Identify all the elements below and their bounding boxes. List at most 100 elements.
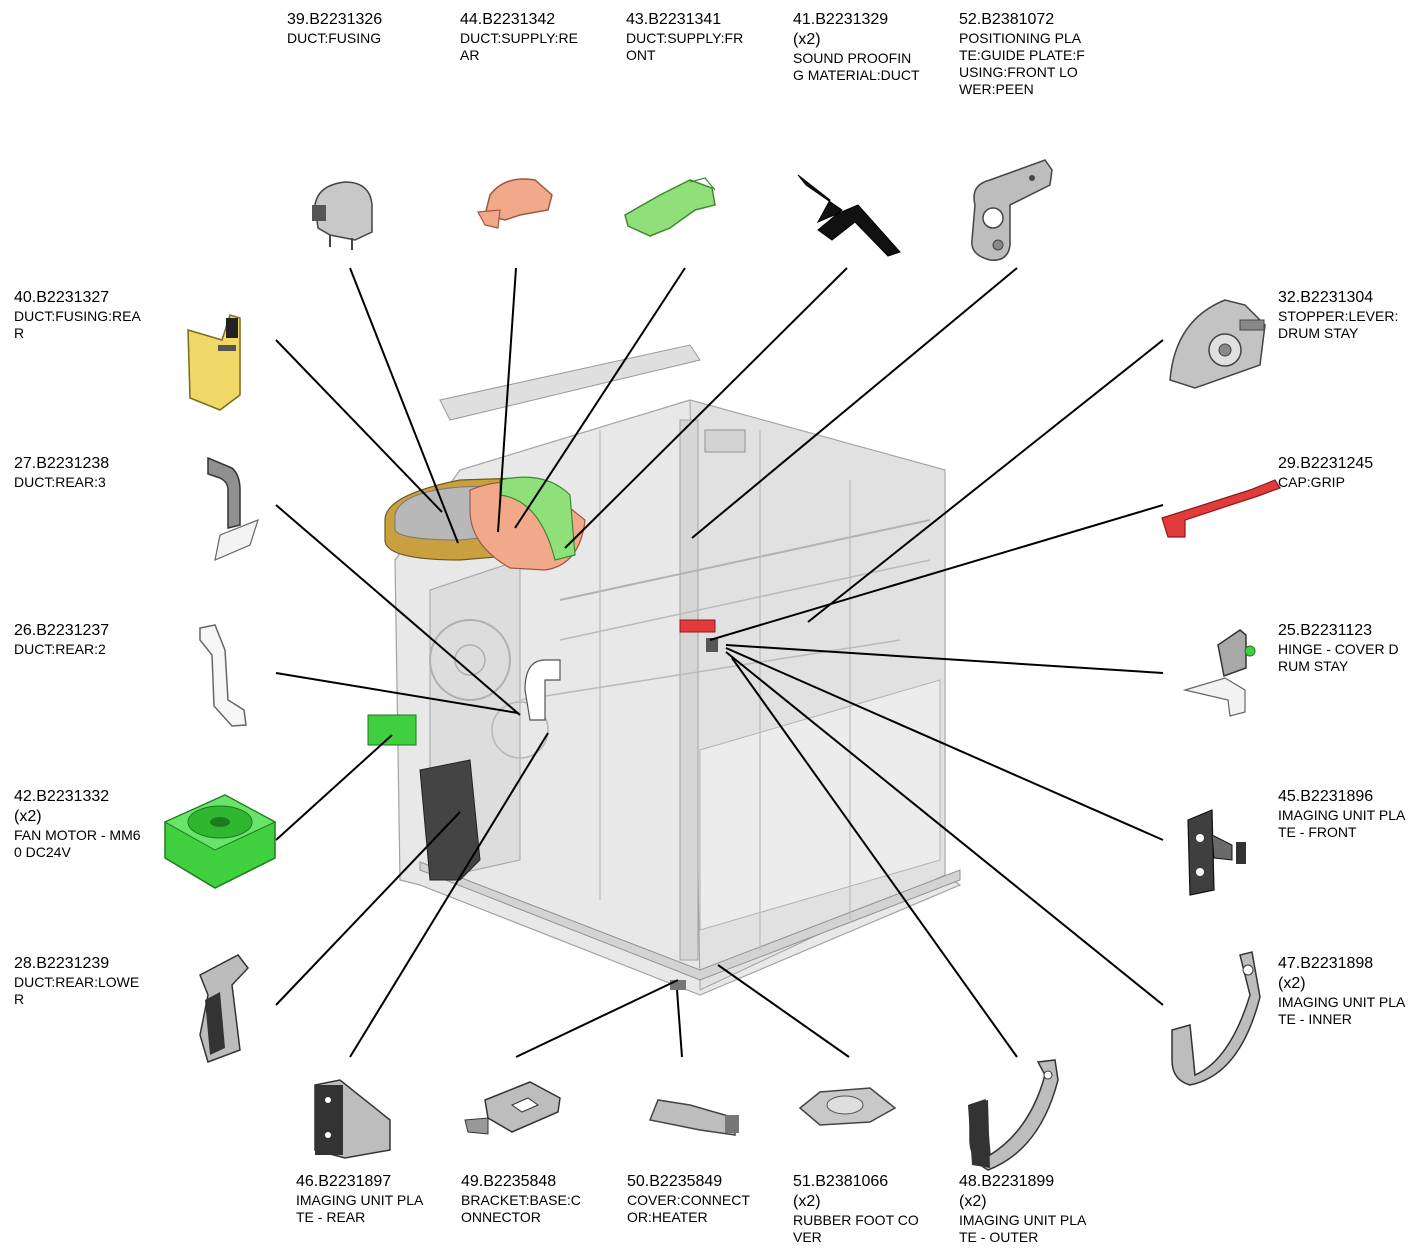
part-29-thumbnail[interactable] <box>1161 479 1281 538</box>
part-number: 39.B2231326 <box>287 11 383 28</box>
part-description: IMAGING UNIT PLA <box>959 1212 1087 1228</box>
frame-top-rail <box>439 344 701 421</box>
leader-47 <box>725 651 1164 1006</box>
part-number: 28.B2231239 <box>14 955 110 972</box>
part-41-thumbnail[interactable] <box>797 174 901 257</box>
part-description: RUBBER FOOT CO <box>793 1212 919 1228</box>
part-25-thumbnail[interactable] <box>1182 629 1256 717</box>
installed-bracket <box>670 980 686 990</box>
part-description-cont: R <box>14 991 25 1007</box>
leader-44 <box>497 267 517 533</box>
leader-lines <box>275 267 1164 1058</box>
part-number: 52.B2381072 <box>959 11 1055 28</box>
part-48-thumbnail[interactable] <box>968 1059 1059 1171</box>
leader-27 <box>275 504 521 716</box>
part-description: DUCT:FUSING:REA <box>14 308 141 324</box>
callout-39: 39.B2231326 DUCT:FUSING <box>287 10 437 47</box>
part-number: 25.B2231123 <box>1278 622 1373 639</box>
installed-duct-rear-lower <box>419 759 481 881</box>
part-description: POSITIONING PLA <box>959 30 1082 46</box>
part-description: DUCT:FUSING <box>287 30 382 46</box>
part-description-cont: WER:PEEN <box>959 81 1034 97</box>
part-description-cont: ONT <box>626 47 656 63</box>
callout-32: 32.B2231304 STOPPER:LEVER: DRUM STAY <box>1278 288 1420 342</box>
leader-28 <box>275 811 461 1006</box>
callout-47: 47.B2231898 (x2) IMAGING UNIT PLA TE - I… <box>1278 954 1420 1028</box>
part-description: DUCT:REAR:LOWE <box>14 974 140 990</box>
leader-48 <box>731 657 1018 1058</box>
part-number: 29.B2231245 <box>1278 455 1374 472</box>
part-46-thumbnail[interactable] <box>314 1079 391 1159</box>
part-39-thumbnail[interactable] <box>312 181 373 250</box>
frame-base-plate <box>419 861 961 981</box>
part-quantity: (x2) <box>959 1193 987 1210</box>
part-50-thumbnail[interactable] <box>648 1099 739 1136</box>
part-description-cont: AR <box>460 47 480 63</box>
part-quantity: (x2) <box>793 31 821 48</box>
leader-25 <box>725 644 1164 674</box>
callout-50: 50.B2235849 COVER:CONNECT OR:HEATER <box>627 1172 782 1226</box>
leader-39 <box>349 267 459 544</box>
part-description: COVER:CONNECT <box>627 1192 750 1208</box>
leader-32 <box>807 339 1164 623</box>
part-description: DUCT:REAR:2 <box>14 641 106 657</box>
part-description-cont: DRUM STAY <box>1278 325 1359 341</box>
callout-52: 52.B2381072 POSITIONING PLA TE:GUIDE PLA… <box>959 10 1114 98</box>
part-number: 50.B2235849 <box>627 1173 723 1190</box>
leader-40 <box>275 339 443 513</box>
leader-46 <box>349 732 549 1058</box>
part-description: HINGE - COVER D <box>1278 641 1399 657</box>
part-40-thumbnail[interactable] <box>187 314 241 411</box>
callout-29: 29.B2231245 CAP:GRIP <box>1278 454 1420 491</box>
part-43-thumbnail[interactable] <box>624 177 716 237</box>
part-description-cont: OR:HEATER <box>627 1209 708 1225</box>
leader-50 <box>676 989 683 1058</box>
part-description: DUCT:REAR:3 <box>14 474 106 490</box>
leader-29 <box>709 504 1164 641</box>
part-description-cont: TE - OUTER <box>959 1229 1039 1245</box>
part-description-cont: TE - FRONT <box>1278 824 1357 840</box>
part-quantity: (x2) <box>793 1193 821 1210</box>
leader-45 <box>725 647 1164 841</box>
callout-48: 48.B2231899 (x2) IMAGING UNIT PLA TE - O… <box>959 1172 1119 1246</box>
part-32-thumbnail[interactable] <box>1169 299 1266 389</box>
part-number: 43.B2231341 <box>626 11 722 28</box>
main-frame-assembly <box>394 344 962 996</box>
part-number: 41.B2231329 <box>793 11 889 28</box>
part-number: 48.B2231899 <box>959 1173 1055 1190</box>
callout-44: 44.B2231342 DUCT:SUPPLY:RE AR <box>460 10 610 64</box>
part-52-thumbnail[interactable] <box>971 159 1053 261</box>
leader-43 <box>514 267 686 529</box>
part-description-cont: G MATERIAL:DUCT <box>793 67 920 83</box>
leader-52 <box>691 267 1018 539</box>
part-51-thumbnail[interactable] <box>798 1087 897 1126</box>
callout-26: 26.B2231237 DUCT:REAR:2 <box>14 621 169 658</box>
part-47-thumbnail[interactable] <box>1171 951 1261 1086</box>
part-number: 26.B2231237 <box>14 622 110 639</box>
installed-fan <box>367 714 417 746</box>
part-26-thumbnail[interactable] <box>199 624 247 727</box>
part-49-thumbnail[interactable] <box>464 1081 561 1135</box>
callout-51: 51.B2381066 (x2) RUBBER FOOT CO VER <box>793 1172 953 1246</box>
part-quantity: (x2) <box>14 808 42 825</box>
part-number: 44.B2231342 <box>460 11 556 28</box>
frame-center-post <box>679 419 699 961</box>
leader-42 <box>275 734 393 841</box>
part-45-thumbnail[interactable] <box>1187 809 1246 896</box>
part-description: BRACKET:BASE:C <box>461 1192 581 1208</box>
part-28-thumbnail[interactable] <box>199 954 249 1063</box>
part-number: 49.B2235848 <box>461 1173 557 1190</box>
part-description-cont: TE - REAR <box>296 1209 366 1225</box>
part-description-cont: ONNECTOR <box>461 1209 541 1225</box>
part-description-cont: R <box>14 325 25 341</box>
part-description: IMAGING UNIT PLA <box>1278 994 1406 1010</box>
callout-45: 45.B2231896 IMAGING UNIT PLA TE - FRONT <box>1278 787 1420 841</box>
part-44-thumbnail[interactable] <box>477 178 553 229</box>
part-quantity: (x2) <box>1278 975 1306 992</box>
part-42-thumbnail[interactable] <box>163 794 277 889</box>
installed-plate <box>706 638 718 652</box>
part-description: DUCT:SUPPLY:FR <box>626 30 744 46</box>
leader-26 <box>275 672 519 714</box>
part-27-thumbnail[interactable] <box>207 456 259 562</box>
